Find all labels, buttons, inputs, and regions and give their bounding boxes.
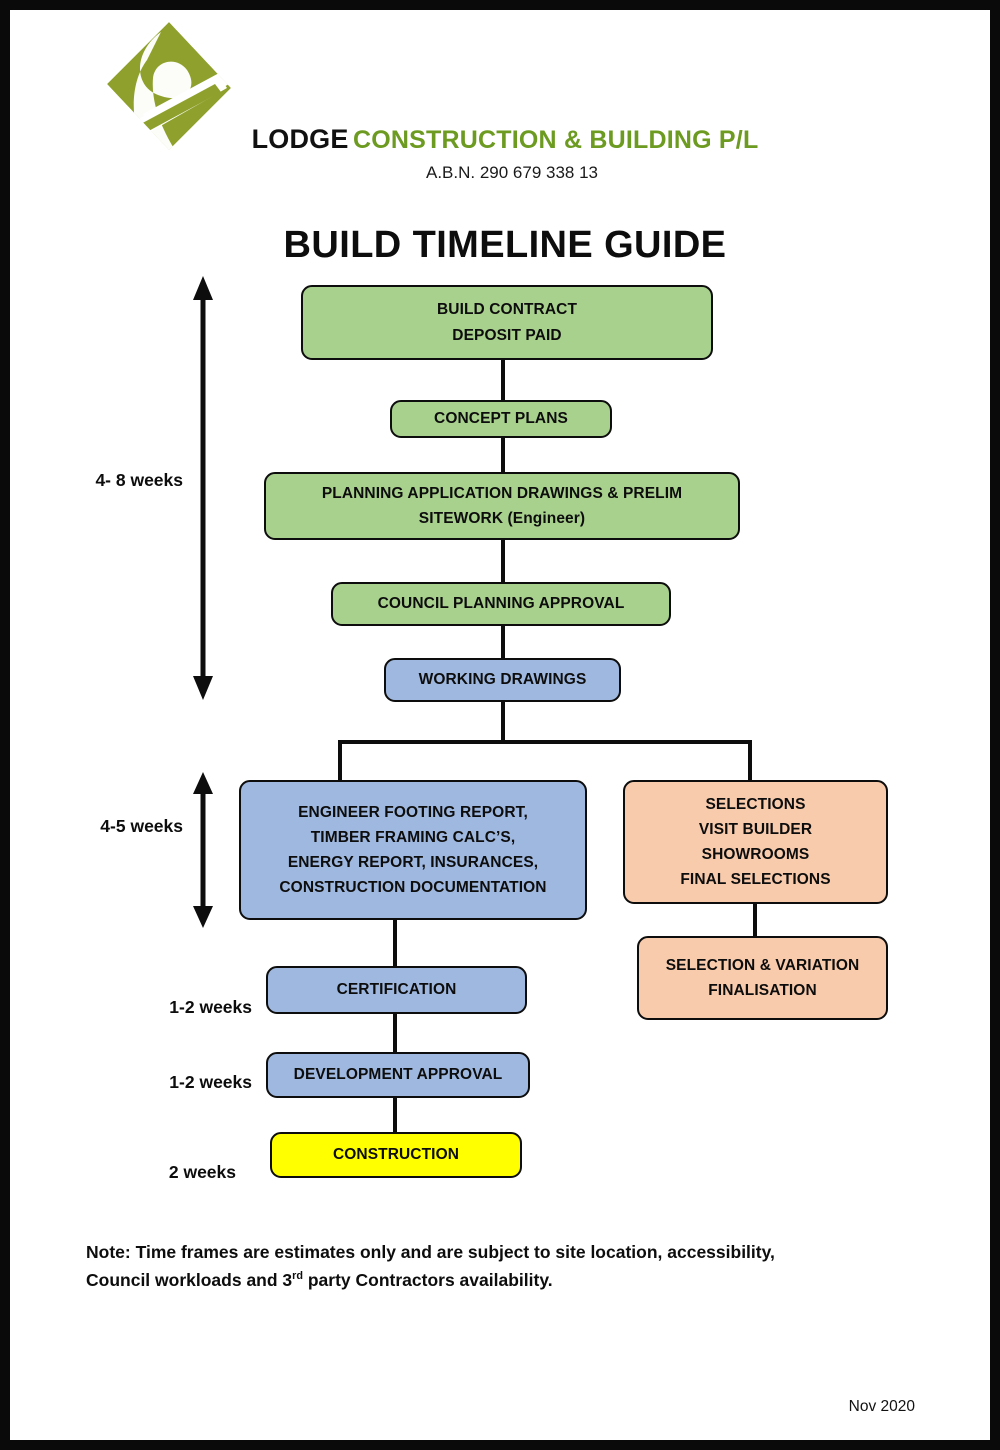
duration-arrow-phase-2 xyxy=(193,772,213,928)
node-planning-application-line-0: PLANNING APPLICATION DRAWINGS & PRELIM xyxy=(321,484,683,502)
abn-text: A.B.N. 290 679 338 13 xyxy=(425,163,599,182)
footnote-line-1: Note: Time frames are estimates only and… xyxy=(86,1238,916,1266)
page-title-text: BUILD TIMELINE GUIDE xyxy=(283,224,727,266)
node-engineer-docs-line-2: ENERGY REPORT, INSURANCES, xyxy=(287,854,539,871)
node-engineer-docs-line-1: TIMBER FRAMING CALC’S, xyxy=(310,828,516,846)
node-build-contract[interactable]: BUILD CONTRACT DEPOSIT PAID xyxy=(301,285,713,360)
node-certification-line-0: CERTIFICATION xyxy=(336,981,457,999)
brand-secondary: CONSTRUCTION & BUILDING P/L xyxy=(353,126,759,154)
node-concept-plans[interactable]: CONCEPT PLANS xyxy=(390,400,612,438)
node-selection-variation-line-0: SELECTION & VARIATION xyxy=(665,956,860,974)
node-engineer-docs-line-0: ENGINEER FOOTING REPORT, xyxy=(298,803,528,821)
node-council-approval-line-0: COUNCIL PLANNING APPROVAL xyxy=(377,595,625,613)
connector-split-to-engineer xyxy=(338,740,342,784)
node-selections-line-1: VISIT BUILDER xyxy=(698,820,813,838)
connector-working-to-split xyxy=(501,700,505,744)
lodge-diamond-logo xyxy=(107,22,231,150)
node-certification[interactable]: CERTIFICATION xyxy=(266,966,527,1014)
node-selections-line-0: SELECTIONS xyxy=(705,795,806,813)
node-selection-variation[interactable]: SELECTION & VARIATION FINALISATION xyxy=(637,936,888,1020)
node-concept-plans-line-0: CONCEPT PLANS xyxy=(434,410,568,428)
connector-selections-to-variation xyxy=(753,902,757,938)
node-engineer-docs[interactable]: ENGINEER FOOTING REPORT, TIMBER FRAMING … xyxy=(239,780,587,920)
connector-split-horizontal xyxy=(338,740,752,744)
connector-certification-to-development xyxy=(393,1012,397,1054)
node-planning-application[interactable]: PLANNING APPLICATION DRAWINGS & PRELIM S… xyxy=(264,472,740,540)
node-build-contract-line-0: BUILD CONTRACT xyxy=(436,301,578,319)
node-selection-variation-line-1: FINALISATION xyxy=(708,982,817,999)
footnote-line-2: Council workloads and 3rd party Contract… xyxy=(86,1266,916,1294)
node-selections[interactable]: SELECTIONS VISIT BUILDER SHOWROOMS FINAL… xyxy=(623,780,888,904)
duration-label-phase-4: 1-2 weeks xyxy=(169,1072,252,1092)
node-engineer-docs-line-3: CONSTRUCTION DOCUMENTATION xyxy=(279,879,547,897)
footnote-line-1-text: Note: Time frames are estimates only and… xyxy=(86,1242,775,1262)
node-construction-line-0: CONSTRUCTION xyxy=(332,1146,460,1164)
duration-label-phase-3: 1-2 weeks xyxy=(169,997,252,1017)
brand-primary: LODGE xyxy=(251,124,349,154)
node-working-drawings[interactable]: WORKING DRAWINGS xyxy=(384,658,621,702)
node-development-approval-line-0: DEVELOPMENT APPROVAL xyxy=(293,1066,503,1084)
node-construction[interactable]: CONSTRUCTION xyxy=(270,1132,522,1178)
duration-label-phase-1: 4- 8 weeks xyxy=(95,470,183,490)
node-selections-line-3: FINAL SELECTIONS xyxy=(680,871,831,889)
footnote-line-2-text-b: party Contractors availability. xyxy=(303,1270,553,1291)
node-working-drawings-line-0: WORKING DRAWINGS xyxy=(418,671,587,689)
node-development-approval[interactable]: DEVELOPMENT APPROVAL xyxy=(266,1052,530,1098)
footnote-ordinal-suffix: rd xyxy=(292,1270,303,1283)
duration-arrow-phase-1 xyxy=(193,276,213,700)
document-date: Nov 2020 xyxy=(848,1398,915,1415)
node-selections-line-2: SHOWROOMS xyxy=(701,846,810,863)
node-build-contract-line-1: DEPOSIT PAID xyxy=(452,326,562,344)
footnote-line-2-text-a: Council workloads and 3 xyxy=(86,1270,293,1291)
duration-label-phase-2: 4-5 weeks xyxy=(100,816,183,836)
footnote: Note: Time frames are estimates only and… xyxy=(86,1238,916,1295)
page-title: BUILD TIMELINE GUIDE xyxy=(0,224,1000,267)
node-council-approval[interactable]: COUNCIL PLANNING APPROVAL xyxy=(331,582,671,626)
connector-split-to-selections xyxy=(748,740,752,784)
brand-line: LODGE CONSTRUCTION & BUILDING P/L xyxy=(0,124,1000,155)
connector-engineer-to-certification xyxy=(393,918,397,968)
duration-label-phase-5: 2 weeks xyxy=(168,1162,236,1182)
node-planning-application-line-1: SITEWORK (Engineer) xyxy=(418,510,586,527)
